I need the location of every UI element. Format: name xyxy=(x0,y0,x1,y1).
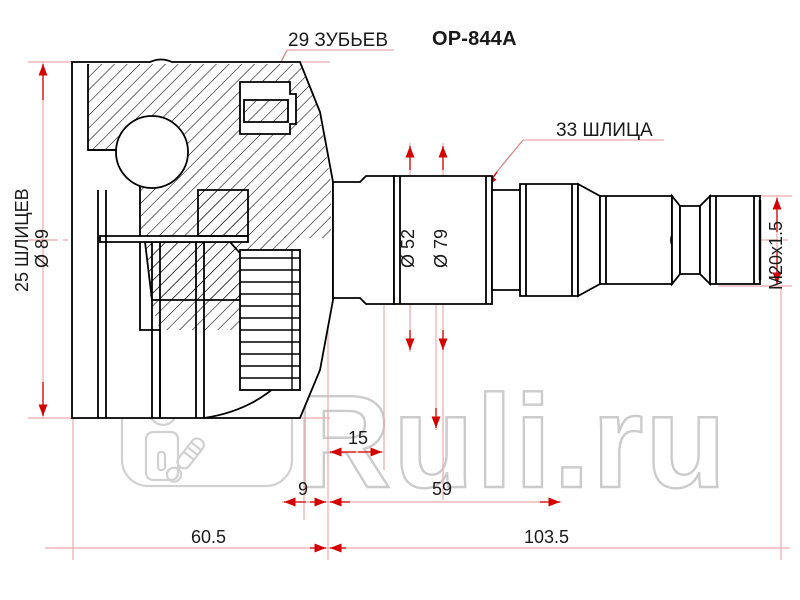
diameter-89-label: Ø 89 xyxy=(32,228,52,268)
dimension-9-label: 9 xyxy=(298,479,309,499)
diameter-79-label: Ø 79 xyxy=(431,228,451,268)
part-number-label: OP-844A xyxy=(432,28,517,50)
dimension-arrows xyxy=(38,64,782,553)
splines-left-label: 25 ШЛИЦЕВ xyxy=(12,188,32,292)
diameter-52-label: Ø 52 xyxy=(398,228,418,268)
svg-text:Ruli.ru: Ruli.ru xyxy=(296,368,728,515)
thread-label: M20x1.5 xyxy=(766,220,786,290)
watermark-group: Ruli.ru xyxy=(120,367,728,516)
dimension-103-5-label: 103.5 xyxy=(524,527,570,547)
dimension-59-label: 59 xyxy=(432,479,453,499)
dimension-15-label: 15 xyxy=(348,428,369,448)
dimension-60-5-label: 60.5 xyxy=(191,527,227,547)
splines-right-label: 33 ШЛИЦА xyxy=(556,120,653,141)
teeth-count-label: 29 ЗУБЬЕВ xyxy=(288,30,389,51)
cv-joint-body xyxy=(71,58,762,419)
